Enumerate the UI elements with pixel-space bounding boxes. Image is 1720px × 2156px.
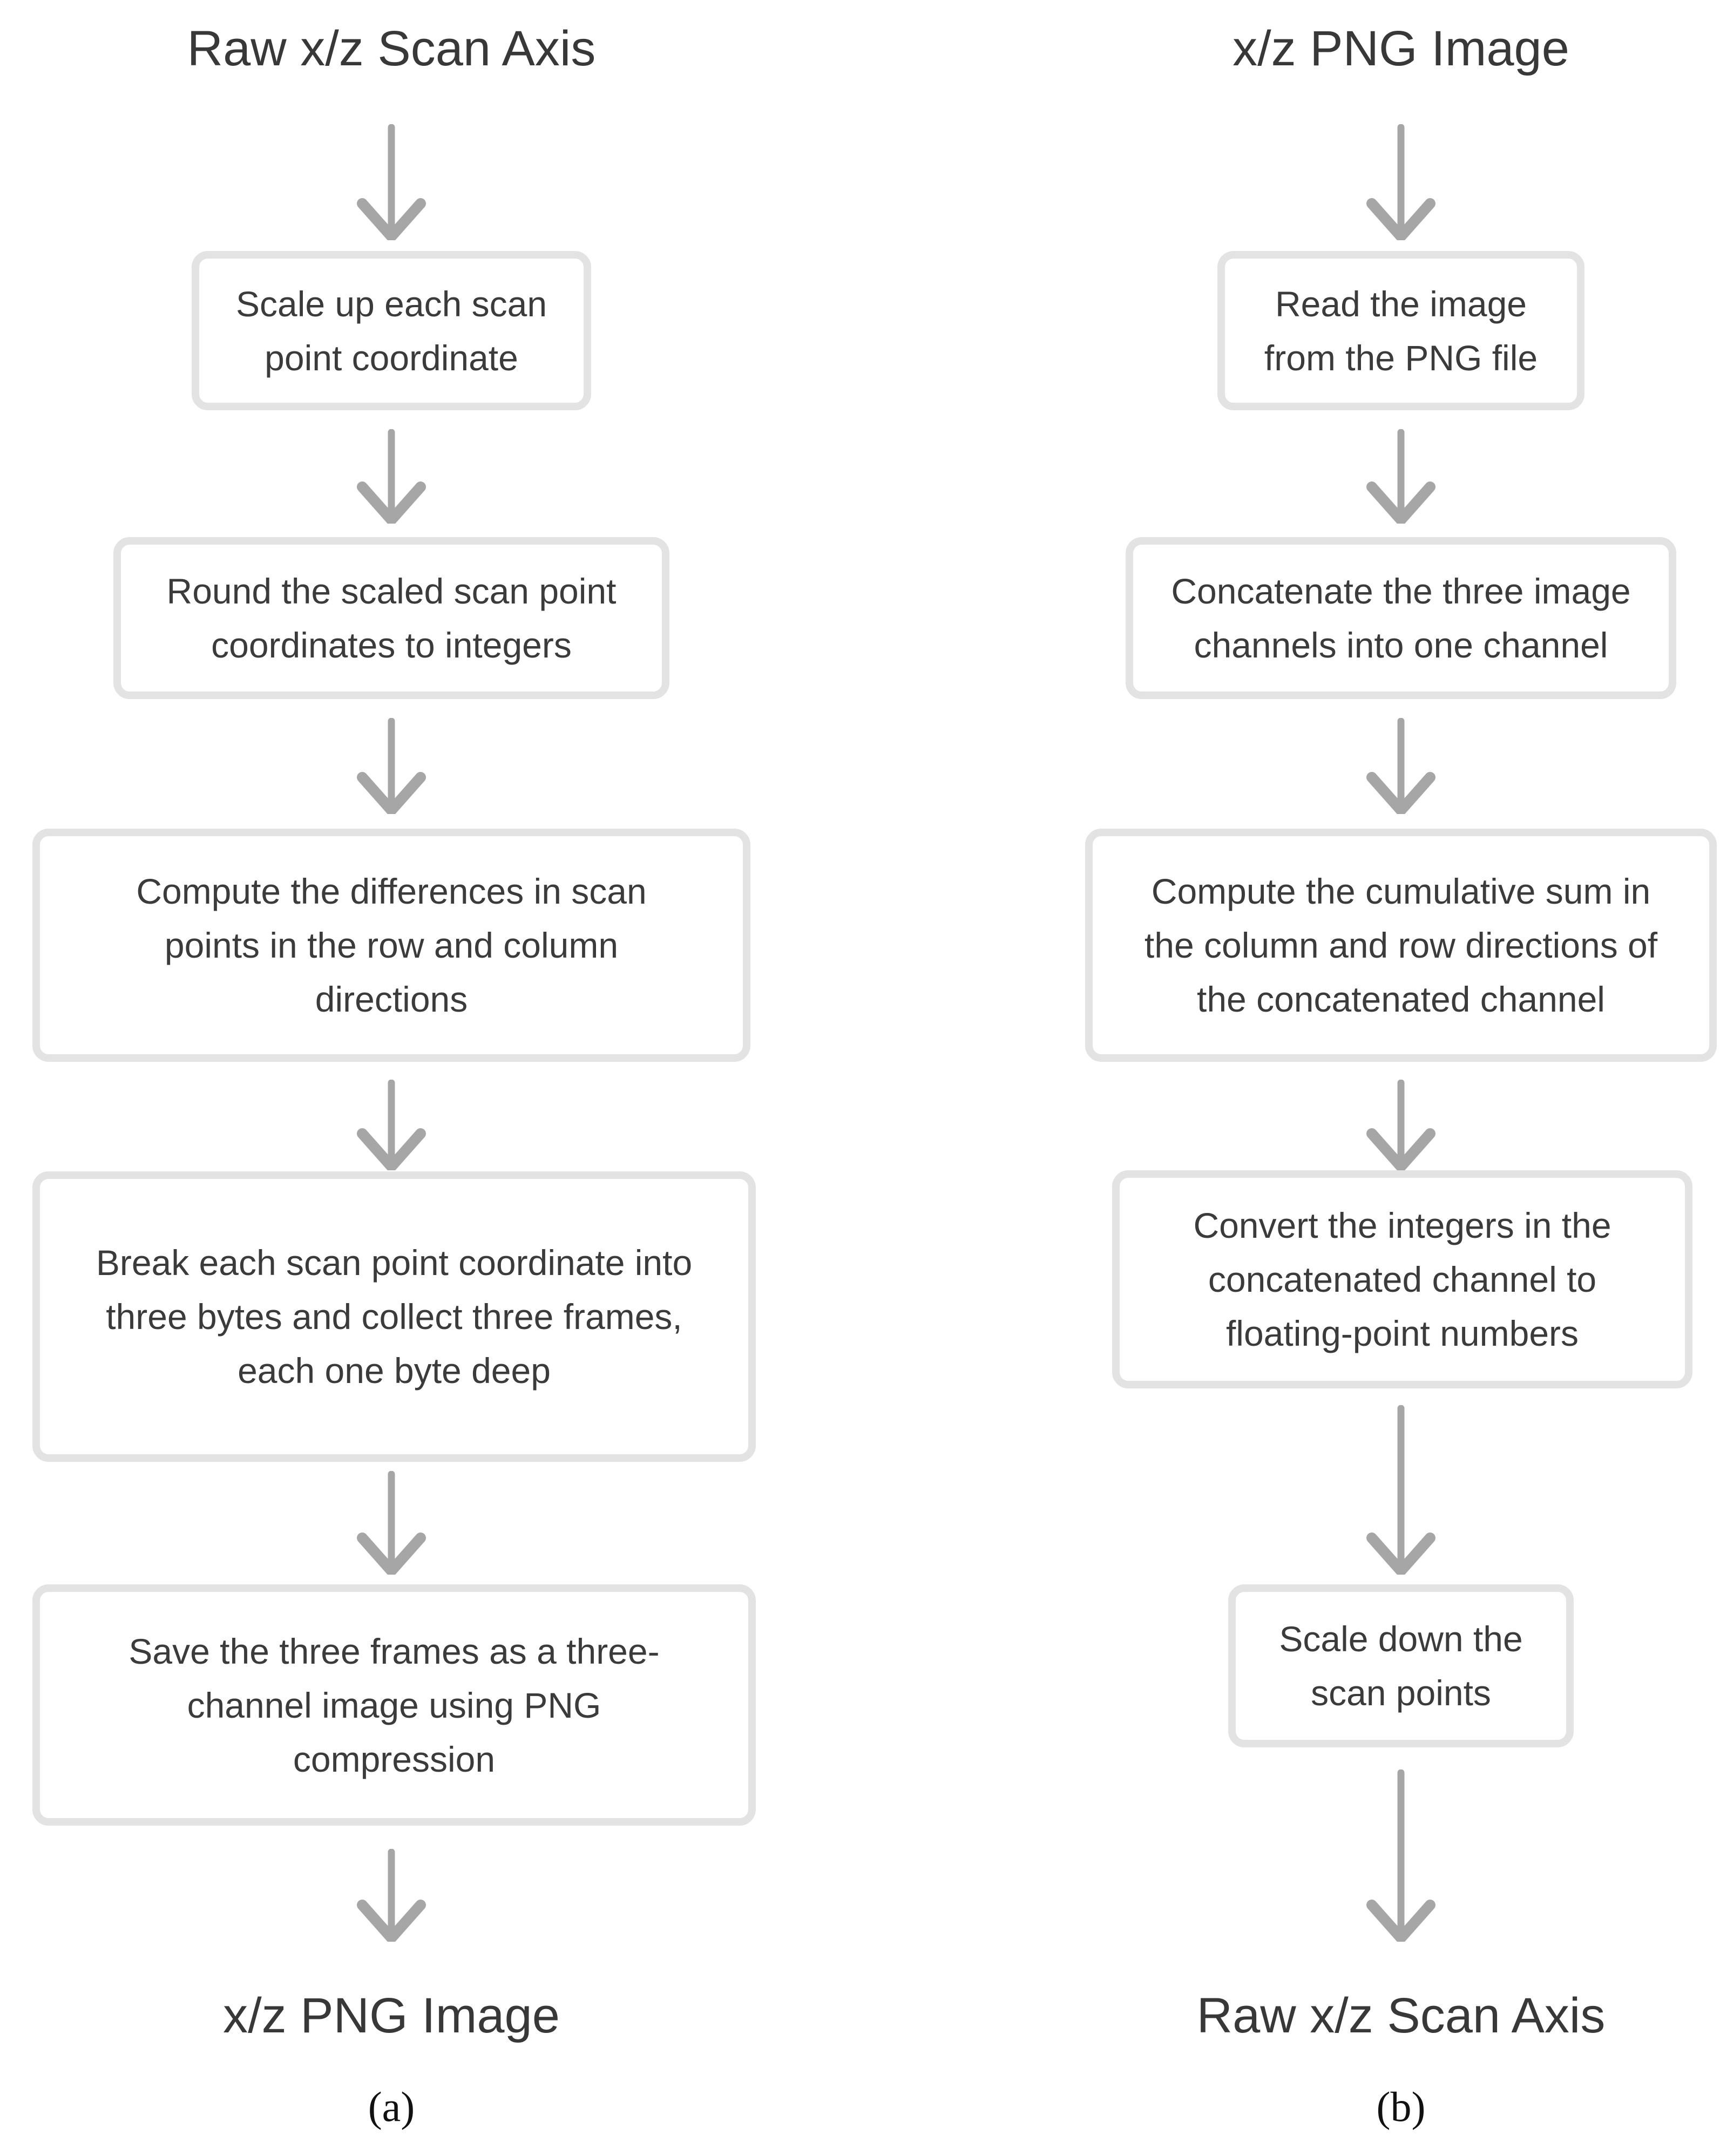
flow-box-line: Compute the cumulative sum in [1151,871,1651,911]
flow-box-line: channel image using PNG [187,1685,601,1725]
down-arrow-icon [1366,1080,1435,1170]
flow-box-text: Concatenate the three image channels int… [1171,564,1630,672]
down-arrow-icon [357,1471,426,1575]
flow-box-text: Compute the cumulative sum in the column… [1145,864,1657,1026]
down-arrow-icon [1366,124,1435,240]
flow-box-line: Concatenate the three image [1171,571,1631,611]
flow-box-line: each one byte deep [238,1351,551,1391]
flow-box-b3: Compute the cumulative sum in the column… [1085,829,1717,1062]
flow-box-line: directions [315,979,468,1019]
flow-box-line: three bytes and collect three frames, [106,1297,682,1337]
flow-box-text: Convert the integers in the concatenated… [1193,1198,1611,1360]
column-a-output: x/z PNG Image [223,1988,560,2043]
down-arrow-icon [1366,1769,1435,1942]
flow-box-b2: Concatenate the three image channels int… [1126,537,1676,699]
flow-box-line: Round the scaled scan point [166,571,617,611]
flow-box-a1: Scale up each scan point coordinate [192,251,591,410]
flow-box-line: the column and row directions of [1144,925,1658,965]
flow-box-line: Break each scan point coordinate into [96,1243,693,1283]
flow-box-line: Compute the differences in scan [136,871,647,911]
flow-box-text: Scale down the scan points [1279,1612,1522,1720]
flow-box-a3: Compute the differences in scan points i… [32,829,750,1062]
down-arrow-icon [1366,1405,1435,1575]
flow-box-line: Read the image [1275,283,1527,324]
down-arrow-icon [357,124,426,240]
flow-box-b1: Read the image from the PNG file [1217,251,1584,410]
flow-box-line: the concatenated channel [1197,979,1605,1019]
column-a-title: Raw x/z Scan Axis [187,21,596,76]
flow-box-line: coordinates to integers [211,625,572,665]
flow-box-line: points in the row and column [164,925,619,965]
flow-box-text: Read the image from the PNG file [1264,277,1538,385]
flow-box-text: Compute the differences in scan points i… [136,864,646,1026]
down-arrow-icon [1366,718,1435,814]
flow-box-line: Save the three frames as a three- [128,1631,660,1671]
flow-box-line: Scale down the [1279,1619,1523,1659]
flow-box-a5: Save the three frames as a three- channe… [32,1584,756,1826]
down-arrow-icon [357,1080,426,1170]
flow-box-text: Break each scan point coordinate into th… [96,1236,692,1398]
flow-box-line: compression [293,1739,496,1779]
flow-box-b4: Convert the integers in the concatenated… [1112,1170,1692,1388]
flow-box-b5: Scale down the scan points [1228,1584,1574,1747]
column-b-output: Raw x/z Scan Axis [1196,1988,1606,2043]
flow-box-line: scan points [1311,1673,1491,1713]
flow-box-text: Save the three frames as a three- channe… [128,1624,659,1786]
flow-box-line: point coordinate [265,337,518,378]
flow-box-text: Scale up each scan point coordinate [236,277,547,385]
flow-box-text: Round the scaled scan point coordinates … [167,564,617,672]
down-arrow-icon [357,429,426,524]
flow-box-a2: Round the scaled scan point coordinates … [113,537,669,699]
flow-box-line: Scale up each scan [235,283,547,324]
down-arrow-icon [357,718,426,814]
down-arrow-icon [357,1849,426,1942]
flow-box-a4: Break each scan point coordinate into th… [32,1171,756,1462]
column-b-caption: (b) [1376,2083,1426,2130]
flow-box-line: channels into one channel [1194,625,1608,665]
flow-box-line: from the PNG file [1264,337,1538,378]
flow-box-line: concatenated channel to [1208,1259,1597,1299]
column-b-title: x/z PNG Image [1233,21,1569,76]
down-arrow-icon [1366,429,1435,524]
flow-box-line: floating-point numbers [1225,1313,1579,1353]
flow-box-line: Convert the integers in the [1193,1205,1611,1245]
column-a-caption: (a) [368,2083,415,2130]
